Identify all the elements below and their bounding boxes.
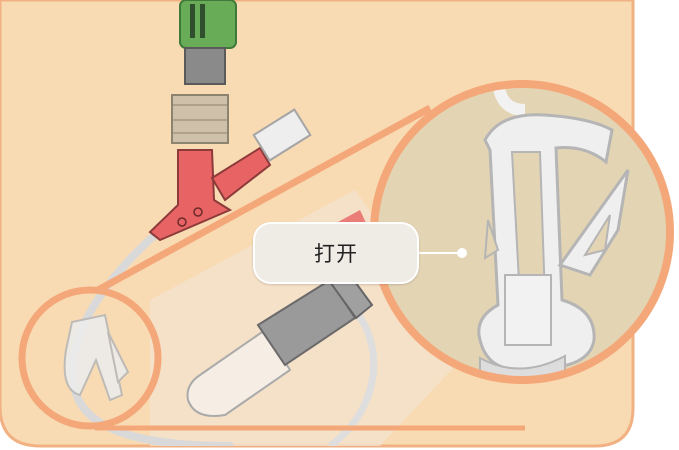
y-connector-icon <box>148 108 312 242</box>
clamp-icon <box>63 313 130 402</box>
green-cap-icon <box>179 0 237 85</box>
luer-hub <box>171 94 229 144</box>
open-callout-label: 打开 <box>253 222 419 284</box>
callout-pointer-dot <box>457 248 467 258</box>
magnifier <box>370 80 674 384</box>
magnifier-line-top <box>96 104 432 294</box>
small-focus-circle <box>18 286 162 430</box>
